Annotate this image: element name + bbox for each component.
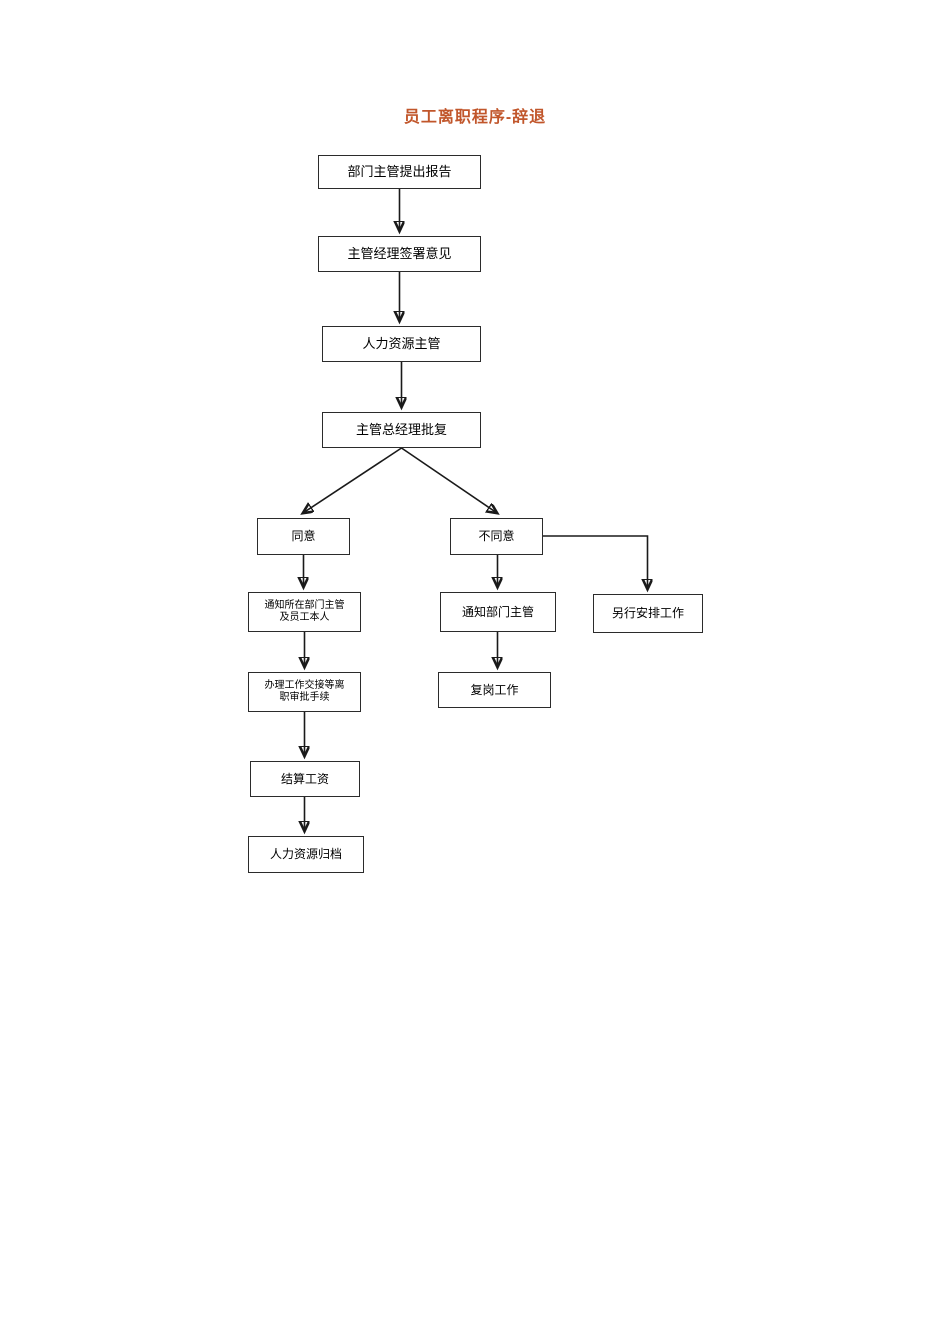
node-settle-salary[interactable]: 结算工资 — [250, 761, 360, 797]
node-hr-supervisor[interactable]: 人力资源主管 — [322, 326, 481, 362]
node-label: 通知所在部门主管 及员工本人 — [264, 599, 345, 624]
node-notify-department-head[interactable]: 通知部门主管 — [440, 592, 556, 632]
node-handover-and-approval[interactable]: 办理工作交接等离 职审批手续 — [248, 672, 361, 712]
node-label: 办理工作交接等离 职审批手续 — [264, 679, 345, 704]
node-label: 复岗工作 — [470, 682, 519, 697]
node-label: 主管总经理批复 — [355, 421, 447, 437]
node-reassign-work[interactable]: 另行安排工作 — [593, 594, 703, 633]
node-general-manager-approval[interactable]: 主管总经理批复 — [322, 412, 481, 448]
node-notify-department-and-staff[interactable]: 通知所在部门主管 及员工本人 — [248, 592, 361, 632]
node-label: 不同意 — [478, 529, 515, 543]
edge-n4-n6 — [401, 447, 498, 513]
edge-n4-n5 — [303, 447, 402, 513]
node-label: 人力资源归档 — [269, 847, 342, 861]
node-return-to-post[interactable]: 复岗工作 — [438, 672, 551, 708]
node-manager-signs-opinion[interactable]: 主管经理签署意见 — [318, 236, 481, 272]
edge-n6-n9 — [543, 535, 648, 589]
node-branch-approved[interactable]: 同意 — [257, 518, 350, 555]
node-department-head-report[interactable]: 部门主管提出报告 — [318, 155, 481, 189]
node-label: 部门主管提出报告 — [347, 163, 452, 179]
node-label: 另行安排工作 — [611, 606, 684, 620]
node-label: 通知部门主管 — [461, 604, 534, 619]
node-label: 主管经理签署意见 — [347, 245, 452, 261]
node-label: 人力资源主管 — [362, 335, 441, 351]
node-branch-rejected[interactable]: 不同意 — [450, 518, 543, 555]
node-hr-archive[interactable]: 人力资源归档 — [248, 836, 364, 873]
page-title: 员工离职程序-辞退 — [403, 109, 547, 126]
node-label: 同意 — [291, 529, 316, 543]
node-label: 结算工资 — [280, 771, 329, 786]
